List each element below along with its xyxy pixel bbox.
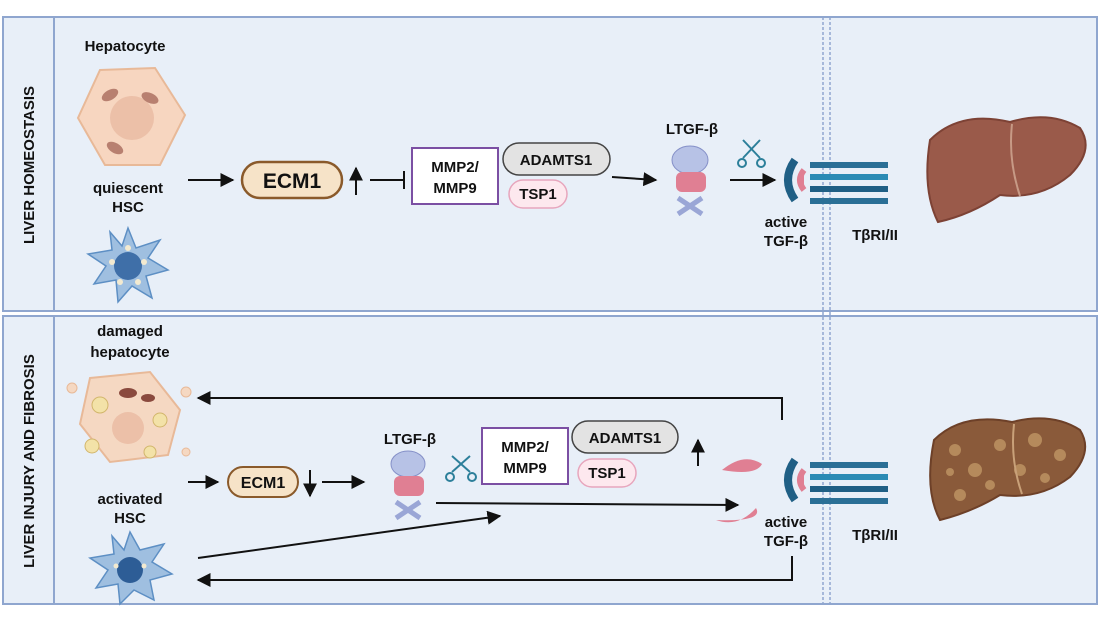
mmp9-label-injury: MMP9 [503,460,546,477]
receptor-icon-injury [784,457,888,504]
adamts1-label-injury: ADAMTS1 [589,430,662,447]
fibrotic-liver-icon [929,417,1087,522]
ecm1-label: ECM1 [263,170,322,193]
ecm1-node [240,160,344,200]
activated-hsc-label-line2: HSC [114,510,146,527]
scissors-icon-injury [445,455,477,482]
activated-hsc-icon [88,530,174,606]
quiescent-hsc-icon [86,225,170,304]
scissors-icon [737,139,766,168]
receptor-label: TβRI/II [852,227,898,244]
ltgf-beta-icon [671,145,709,217]
mmp-box [411,147,499,205]
damaged-hepatocyte-icon [66,370,192,464]
mmp9-label: MMP9 [433,180,476,197]
activated-hsc-label-line1: activated [97,491,162,508]
adamts1-node [502,142,611,176]
active-tgf-fragment [716,508,758,523]
hepatocyte-label: Hepatocyte [85,38,166,55]
ltgf-label: LTGF-β [666,121,718,138]
ltgf-beta-icon-injury [390,450,426,521]
mmp-box-injury [481,427,569,485]
feedback-arrow-hepatocyte [196,391,783,420]
damaged-hepatocyte-label-line2: hepatocyte [90,344,169,361]
ltgf-to-active-arrow [435,497,740,512]
hsc-to-mmp-arrow [197,510,502,559]
damaged-hepatocyte-label-line1: damaged [97,323,163,340]
adamts1-node-injury [571,420,679,454]
mmp2-label-injury: MMP2/ [501,439,549,456]
feedback-arrow-hsc [196,556,793,587]
adamts1-label: ADAMTS1 [520,152,593,169]
tsp1-label-injury: TSP1 [588,465,626,482]
active-label-line2: TGF-β [764,233,808,250]
tsp1-node-injury [577,458,637,488]
hepatocyte-icon [76,66,187,166]
tsp1-label: TSP1 [519,186,557,203]
ecm1-node-injury [227,466,299,498]
active-tgf-fragment [722,459,762,472]
receptor-label-injury: TβRI/II [852,527,898,544]
hsc-label-line2: HSC [112,199,144,216]
ltgf-label-injury: LTGF-β [384,431,436,448]
active-label-injury-line2: TGF-β [764,533,808,550]
active-label-line1: active [765,214,808,231]
receptor-icon [784,157,888,204]
mmp2-label: MMP2/ [431,159,479,176]
active-label-injury-line1: active [765,514,808,531]
ecm1-label-injury: ECM1 [241,475,286,492]
tsp1-node [508,179,568,209]
panel-label-injury: LIVER INJURY AND FIBROSIS [21,354,38,568]
healthy-liver-icon [926,116,1087,224]
panel-label-homeostasis: LIVER HOMEOSTASIS [21,86,38,244]
hsc-label-line1: quiescent [93,180,163,197]
